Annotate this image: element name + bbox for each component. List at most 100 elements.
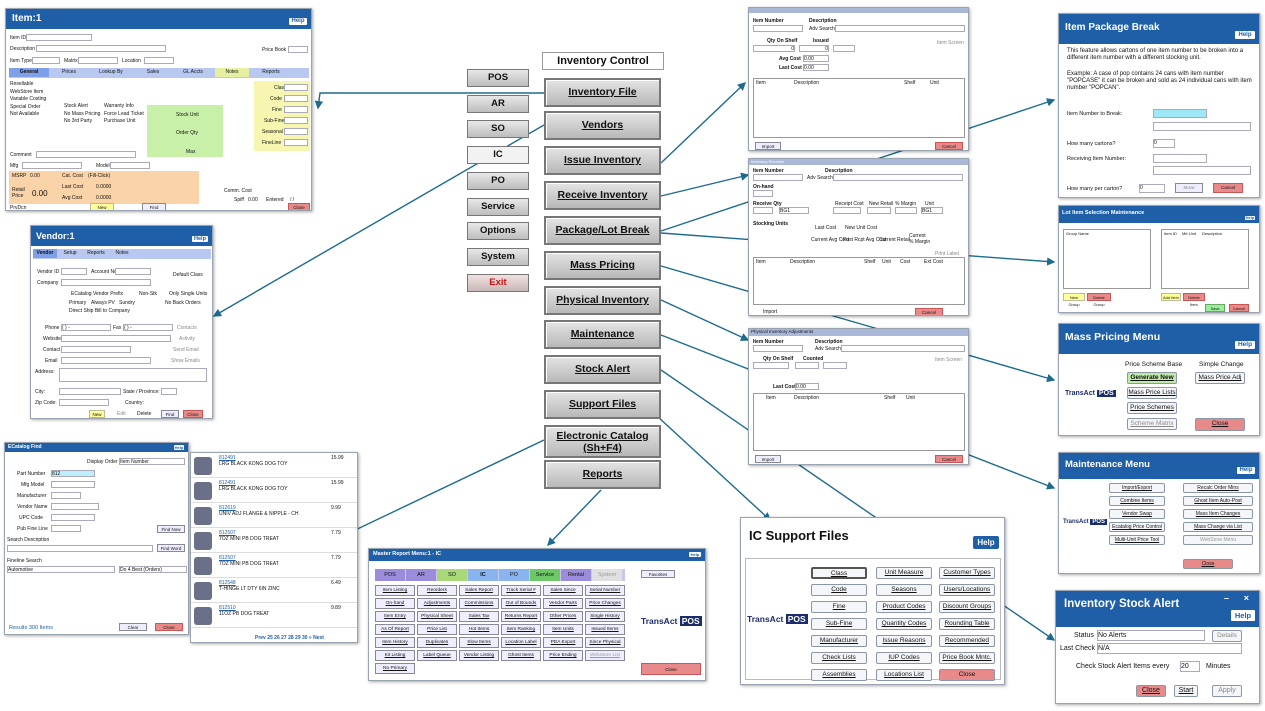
close-button[interactable]: Close [288, 203, 310, 210]
fax-field[interactable]: ( ) - [123, 324, 173, 331]
report-item-listing-button[interactable]: Item Listing [375, 585, 415, 596]
cancel-button[interactable]: Cancel [1213, 183, 1243, 193]
close-button[interactable]: Close [1136, 685, 1166, 697]
tab-pos[interactable]: POS [375, 569, 405, 581]
support-unit-measure-button[interactable]: Unit Measure [876, 567, 932, 579]
report-serial-number-button[interactable]: Serial Number [585, 585, 625, 596]
report-issued-items-button[interactable]: Issued Items [585, 624, 625, 635]
maint-ghost-item-auto-post-button[interactable]: Ghost Item Auto-Post [1183, 496, 1253, 506]
send-email-link[interactable]: Send Email [173, 347, 199, 353]
comment-field[interactable] [36, 151, 136, 158]
code-field[interactable] [284, 95, 308, 102]
tab-vendor[interactable]: Vendor [33, 249, 57, 258]
maint-mass-change-via-list-button[interactable]: Mass Change via List [1183, 522, 1253, 532]
cancel-button[interactable]: Cancel [915, 308, 943, 315]
contacts-link[interactable]: Contacts [177, 325, 197, 331]
menu-support-files-button[interactable]: Support Files [544, 390, 661, 419]
resellable-checkbox[interactable]: Resellable [10, 81, 34, 87]
help-button[interactable]: Help [1236, 466, 1256, 475]
item-number-link[interactable]: 812491 [219, 455, 236, 461]
minimize-icon[interactable]: – [1223, 593, 1229, 603]
report-commissions-button[interactable]: Commissions [459, 598, 499, 609]
only-single-units-checkbox[interactable]: Only Single Units [169, 291, 208, 297]
support-rounding-table-button[interactable]: Rounding Table [939, 618, 995, 630]
adv-search-button[interactable]: Adv Search [815, 346, 841, 352]
menu-maintenance-button[interactable]: Maintenance [544, 320, 661, 349]
report-location-label-button[interactable]: Location Label [501, 637, 541, 648]
help-button[interactable]: Help [1234, 340, 1256, 350]
item-type-field[interactable] [32, 57, 60, 64]
tab-system[interactable]: System [592, 569, 622, 581]
zip-field[interactable] [59, 399, 109, 406]
receive-qty-field[interactable] [753, 207, 773, 214]
generate-new-button[interactable]: Generate New [1127, 372, 1177, 384]
manufacturer-field[interactable] [51, 492, 81, 499]
side-po-button[interactable]: PO [467, 172, 529, 190]
menu-inventory-file-button[interactable]: Inventory File [544, 78, 661, 107]
tab-service[interactable]: Service [530, 569, 560, 581]
support-code-button[interactable]: Code [811, 584, 867, 596]
help-button[interactable]: Help [173, 444, 185, 451]
item-screen-button[interactable]: Item Screen [937, 40, 964, 46]
side-ar-button[interactable]: AR [467, 95, 529, 113]
tab-lookup-by[interactable]: Lookup By [99, 69, 123, 75]
counted-field[interactable] [795, 362, 819, 369]
adv-search-button[interactable]: Adv Search [807, 175, 833, 181]
maint-import-export-button[interactable]: Import/Export [1109, 483, 1165, 493]
matrix-field[interactable] [78, 57, 118, 64]
report-price-list-button[interactable]: Price List [417, 624, 457, 635]
item-number-field[interactable] [753, 25, 803, 32]
menu-electronic-catalog-sh-f4-button[interactable]: Electronic Catalog (Sh+F4) [544, 425, 661, 458]
report-label-queue-button[interactable]: Label Queue [417, 650, 457, 661]
mfg-field[interactable] [22, 162, 82, 169]
scheme-matrix-button[interactable]: Scheme Matrix [1127, 418, 1177, 430]
help-button[interactable]: Help [288, 17, 308, 26]
per-carton-field[interactable]: 0 [1139, 184, 1165, 193]
description-field[interactable] [835, 25, 965, 32]
find-now-button[interactable]: Find Now [157, 525, 185, 533]
tab-notes[interactable]: Notes [215, 68, 249, 77]
no-3rd-party-checkbox[interactable]: No 3rd Party [64, 118, 93, 124]
description-field[interactable] [841, 345, 965, 352]
report-out-of-bounds-button[interactable]: Out of Bounds [501, 598, 541, 609]
apply-button[interactable]: Apply [1212, 685, 1242, 697]
tab-rental[interactable]: Rental [561, 569, 591, 581]
tab-sales[interactable]: Sales [146, 69, 160, 75]
support-iup-codes-button[interactable]: IUP Codes [876, 652, 932, 664]
item-number-link[interactable]: 812548 [219, 580, 236, 586]
maint-vendor-swap-button[interactable]: Vendor Swap [1109, 509, 1165, 519]
direct-ship-checkbox[interactable]: Direct Ship Bill to Company [69, 308, 130, 314]
part-number-field[interactable]: 812 [51, 470, 95, 477]
upc-code-field[interactable] [51, 514, 95, 521]
report-item-entry-button[interactable]: Item Entry [375, 611, 415, 622]
activity-link[interactable]: Activity [179, 336, 195, 342]
report-kit-listing-button[interactable]: Kit Listing [375, 650, 415, 661]
no-back-orders-checkbox[interactable]: No Back Orders [165, 300, 201, 306]
new-button[interactable]: New [90, 203, 114, 210]
help-button[interactable]: Help [1230, 609, 1256, 622]
report-on-hand-button[interactable]: On-hand [375, 598, 415, 609]
tab-setup[interactable]: Setup [63, 250, 77, 256]
vendor-id-field[interactable] [61, 268, 87, 275]
menu-issue-inventory-button[interactable]: Issue Inventory [544, 146, 661, 175]
issue-line-list[interactable]: Item Description Shelf Unit [753, 78, 965, 138]
report-item-ranking-button[interactable]: Item Ranking [501, 624, 541, 635]
maint-recalc-order-mins-button[interactable]: Recalc Order Mins [1183, 483, 1253, 493]
special-order-checkbox[interactable]: Special Order [10, 103, 41, 110]
tab-general[interactable]: General [9, 68, 49, 77]
report-reorders-button[interactable]: Reorders [417, 585, 457, 596]
how-many-field[interactable]: 0 [1153, 139, 1175, 148]
support-fine-button[interactable]: Fine [811, 601, 867, 613]
support-check-lists-button[interactable]: Check Lists [811, 652, 867, 664]
report-no-primary-button[interactable]: No Primary [375, 663, 415, 674]
item-number-link[interactable]: 812619 [219, 505, 236, 511]
vendor-name-field[interactable] [51, 503, 99, 510]
menu-receive-inventory-button[interactable]: Receive Inventory [544, 181, 661, 210]
import-button[interactable]: Import [755, 455, 781, 463]
support-sub-fine-button[interactable]: Sub-Fine [811, 618, 867, 630]
tab-notes[interactable]: Notes [115, 250, 129, 256]
support-discount-groups-button[interactable]: Discount Groups [939, 601, 995, 613]
